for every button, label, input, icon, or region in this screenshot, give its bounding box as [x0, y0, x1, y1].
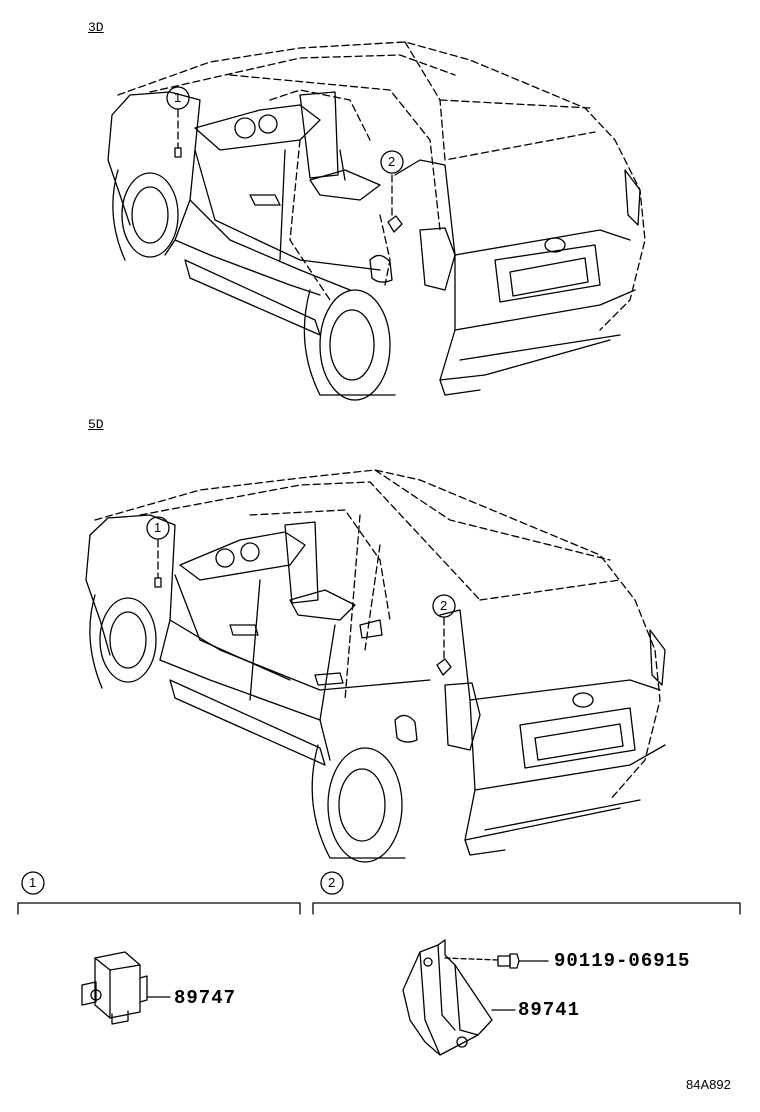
section-1-bracket: [17, 902, 301, 915]
callout-2-5d: [432, 594, 456, 618]
vehicle-3d-drawing: [107, 41, 646, 401]
callout-2-3d-label: 2: [388, 154, 396, 169]
callout-2-3d: [380, 150, 404, 174]
callout-1-3d: [166, 86, 190, 110]
part-number-89741: 89741: [518, 999, 581, 1021]
section-1-circle: [21, 871, 45, 895]
drawing-code: 84A892: [686, 1077, 731, 1092]
callout-1-5d: [146, 516, 170, 540]
part-number-90119-06915: 90119-06915: [554, 950, 691, 972]
section-2-label: 2: [328, 875, 336, 890]
sensor-89747-drawing: [81, 951, 171, 1025]
section-2-circle: [320, 871, 344, 895]
view-label-3d: 3D: [88, 20, 104, 35]
bracket-89741-drawing: [402, 939, 549, 1056]
part-number-89747: 89747: [174, 987, 237, 1009]
callout-1-3d-label: 1: [174, 90, 182, 105]
section-2-bracket: [312, 902, 741, 915]
section-1-label: 1: [29, 875, 37, 890]
callout-1-5d-label: 1: [154, 520, 162, 535]
view-label-5d: 5D: [88, 417, 104, 432]
callout-2-5d-label: 2: [440, 598, 448, 613]
vehicle-5d-drawing: [85, 469, 666, 863]
